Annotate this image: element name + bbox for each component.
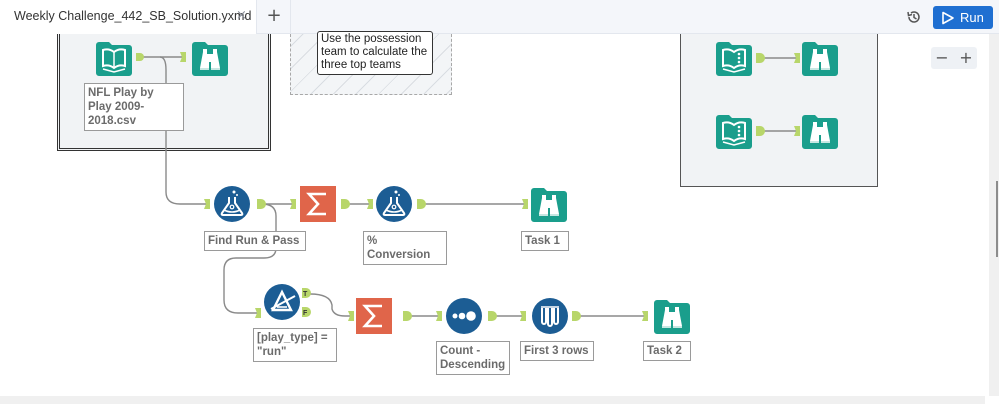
tool-container-right[interactable] [680, 34, 878, 187]
sample-tool[interactable] [532, 298, 568, 334]
filter-icon [264, 284, 300, 320]
input-tool-right-2[interactable] [716, 113, 752, 149]
sigma-icon [356, 298, 392, 334]
tab-bar: Weekly Challenge_442_SB_Solution.yxmd × … [0, 0, 999, 34]
find-run-pass-label: Find Run & Pass [204, 231, 306, 251]
browse-tool-top[interactable] [192, 40, 228, 76]
input-anchor [642, 311, 648, 321]
tab-separator [290, 0, 291, 33]
input-anchor [180, 52, 186, 62]
formula-flask-icon [376, 186, 412, 222]
comment-text: Use the possession team to calculate the… [317, 31, 433, 75]
binoculars-icon [802, 115, 838, 149]
filter-label: [play_type] = "run" [253, 328, 337, 362]
new-tab-button[interactable]: + [266, 5, 282, 26]
output-anchor [257, 199, 266, 209]
browse-tool-right-2[interactable] [802, 113, 838, 149]
output-anchor [341, 199, 350, 209]
output-anchor [488, 311, 497, 321]
book-icon [96, 42, 132, 76]
vertical-scroll-thumb[interactable] [996, 181, 998, 257]
output-anchor [403, 311, 412, 321]
run-label: Run [960, 10, 984, 25]
zoom-in-button[interactable]: + [959, 48, 973, 67]
binoculars-icon [192, 42, 228, 76]
output-anchor [136, 53, 144, 61]
summarize-tool-1[interactable] [300, 186, 336, 222]
input-anchor [520, 311, 526, 321]
output-anchor [756, 53, 765, 63]
zoom-controls: − + [931, 47, 977, 69]
summarize-tool-2[interactable] [356, 298, 392, 334]
task1-label: Task 1 [521, 231, 569, 251]
comment-box[interactable]: Use the possession team to calculate the… [290, 31, 452, 95]
play-icon [942, 11, 954, 25]
browse-tool-task1[interactable] [531, 186, 567, 222]
sort-tool[interactable] [446, 298, 482, 334]
binoculars-icon [802, 42, 838, 76]
output-anchor [572, 311, 581, 321]
history-icon[interactable] [906, 9, 922, 25]
sample-label: First 3 rows [520, 341, 594, 361]
book-icon [716, 42, 752, 76]
input-anchor [255, 308, 261, 318]
close-tab-icon[interactable]: × [236, 8, 247, 23]
sort-label: Count - Descending [436, 341, 510, 375]
input-anchor [204, 199, 210, 209]
formula-tool-conversion[interactable] [376, 186, 412, 222]
false-anchor [302, 307, 311, 317]
input-data-tool[interactable] [96, 40, 132, 76]
task2-label: Task 2 [643, 341, 691, 361]
sigma-icon [300, 186, 336, 222]
true-anchor [302, 288, 311, 298]
input-anchor [522, 199, 528, 209]
input-data-label: NFL Play by Play 2009-2018.csv [84, 83, 184, 131]
binoculars-icon [531, 188, 567, 222]
input-tool-right-1[interactable] [716, 40, 752, 76]
wire-filter-summarize [309, 293, 352, 317]
filter-tool[interactable] [264, 284, 300, 320]
run-button[interactable]: Run [933, 6, 993, 29]
binoculars-icon [654, 300, 690, 334]
false-anchor-label: F [303, 310, 308, 317]
wire-input-formula [159, 56, 206, 205]
workflow-tab[interactable]: Weekly Challenge_442_SB_Solution.yxmd × [0, 0, 257, 34]
true-anchor-label: T [303, 291, 308, 298]
browse-tool-task2[interactable] [654, 298, 690, 334]
sort-dots-icon [446, 298, 482, 334]
formula-tool-find-run-pass[interactable] [214, 186, 250, 222]
input-anchor [436, 311, 442, 321]
input-anchor [794, 126, 800, 136]
browse-tool-right-1[interactable] [802, 40, 838, 76]
vertical-scrollbar[interactable] [989, 34, 999, 396]
input-anchor [367, 199, 373, 209]
output-anchor [756, 126, 765, 136]
output-anchor [417, 199, 426, 209]
input-anchor [290, 199, 296, 209]
tab-title: Weekly Challenge_442_SB_Solution.yxmd [14, 9, 252, 23]
book-icon [716, 115, 752, 149]
wire-formula-filter [223, 203, 277, 314]
zoom-out-button[interactable]: − [935, 48, 949, 67]
sample-tubes-icon [532, 298, 568, 334]
formula-flask-icon [214, 186, 250, 222]
input-anchor [794, 53, 800, 63]
input-anchor [348, 311, 354, 321]
conversion-label: % Conversion [363, 231, 447, 265]
horizontal-scrollbar[interactable] [0, 396, 985, 404]
